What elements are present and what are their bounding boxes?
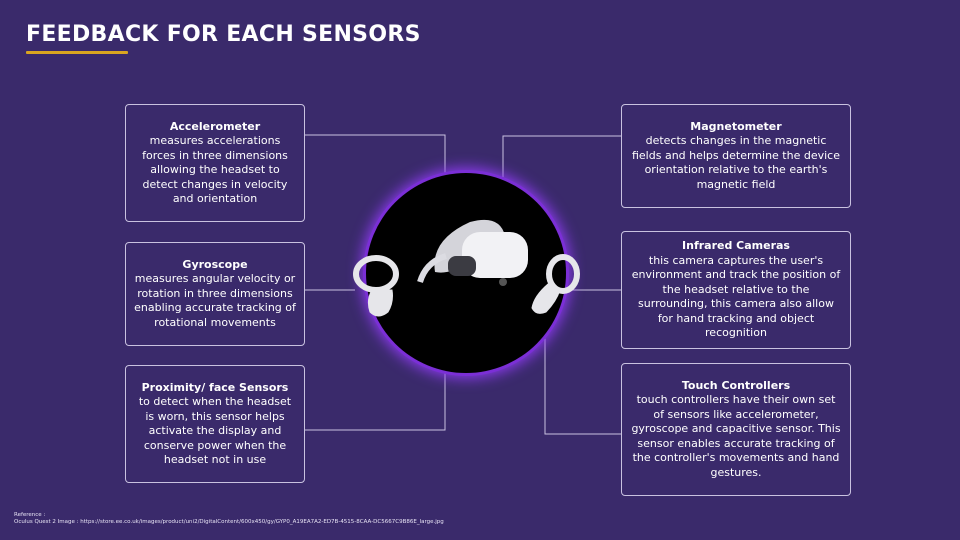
magnetometer-heading: Magnetometer: [690, 119, 782, 133]
connector-proximity: [305, 355, 446, 431]
gyroscope-heading: Gyroscope: [182, 257, 248, 271]
reference-note: Reference : Oculus Quest 2 Image : https…: [14, 512, 444, 526]
gyroscope-body: measures angular velocity or rotation in…: [134, 272, 296, 329]
title-underline: [26, 51, 128, 54]
reference-label: Reference :: [14, 512, 46, 518]
reference-link[interactable]: Oculus Quest 2 Image : https://store.ee.…: [14, 519, 444, 525]
proximity-card: Proximity/ face Sensors to detect when t…: [125, 365, 305, 483]
right-controller-icon: [531, 254, 580, 314]
infrared-body: this camera captures the user's environm…: [631, 253, 841, 340]
accelerometer-card: Accelerometer measures accelerations for…: [125, 104, 305, 222]
accelerometer-body: measures accelerations forces in three d…: [142, 134, 288, 205]
headset-icon: [417, 219, 528, 286]
proximity-body: to detect when the headset is worn, this…: [138, 395, 292, 466]
accelerometer-heading: Accelerometer: [169, 119, 261, 133]
touch-controllers-card: Touch Controllers touch controllers have…: [621, 363, 851, 496]
left-controller-icon: [353, 255, 399, 317]
gyroscope-card: Gyroscope measures angular velocity or r…: [125, 242, 305, 346]
page-title: FEEDBACK FOR EACH SENSORS: [26, 22, 421, 47]
proximity-heading: Proximity/ face Sensors: [141, 380, 289, 394]
infrared-card: Infrared Cameras this camera captures th…: [621, 231, 851, 349]
touch-controllers-heading: Touch Controllers: [681, 378, 791, 392]
magnetometer-body: detects changes in the magnetic fields a…: [631, 134, 840, 191]
connector-touch: [544, 330, 621, 435]
infrared-heading: Infrared Cameras: [682, 239, 790, 253]
magnetometer-card: Magnetometer detects changes in the magn…: [621, 104, 851, 208]
touch-controllers-body: touch controllers have their own set of …: [631, 393, 841, 479]
